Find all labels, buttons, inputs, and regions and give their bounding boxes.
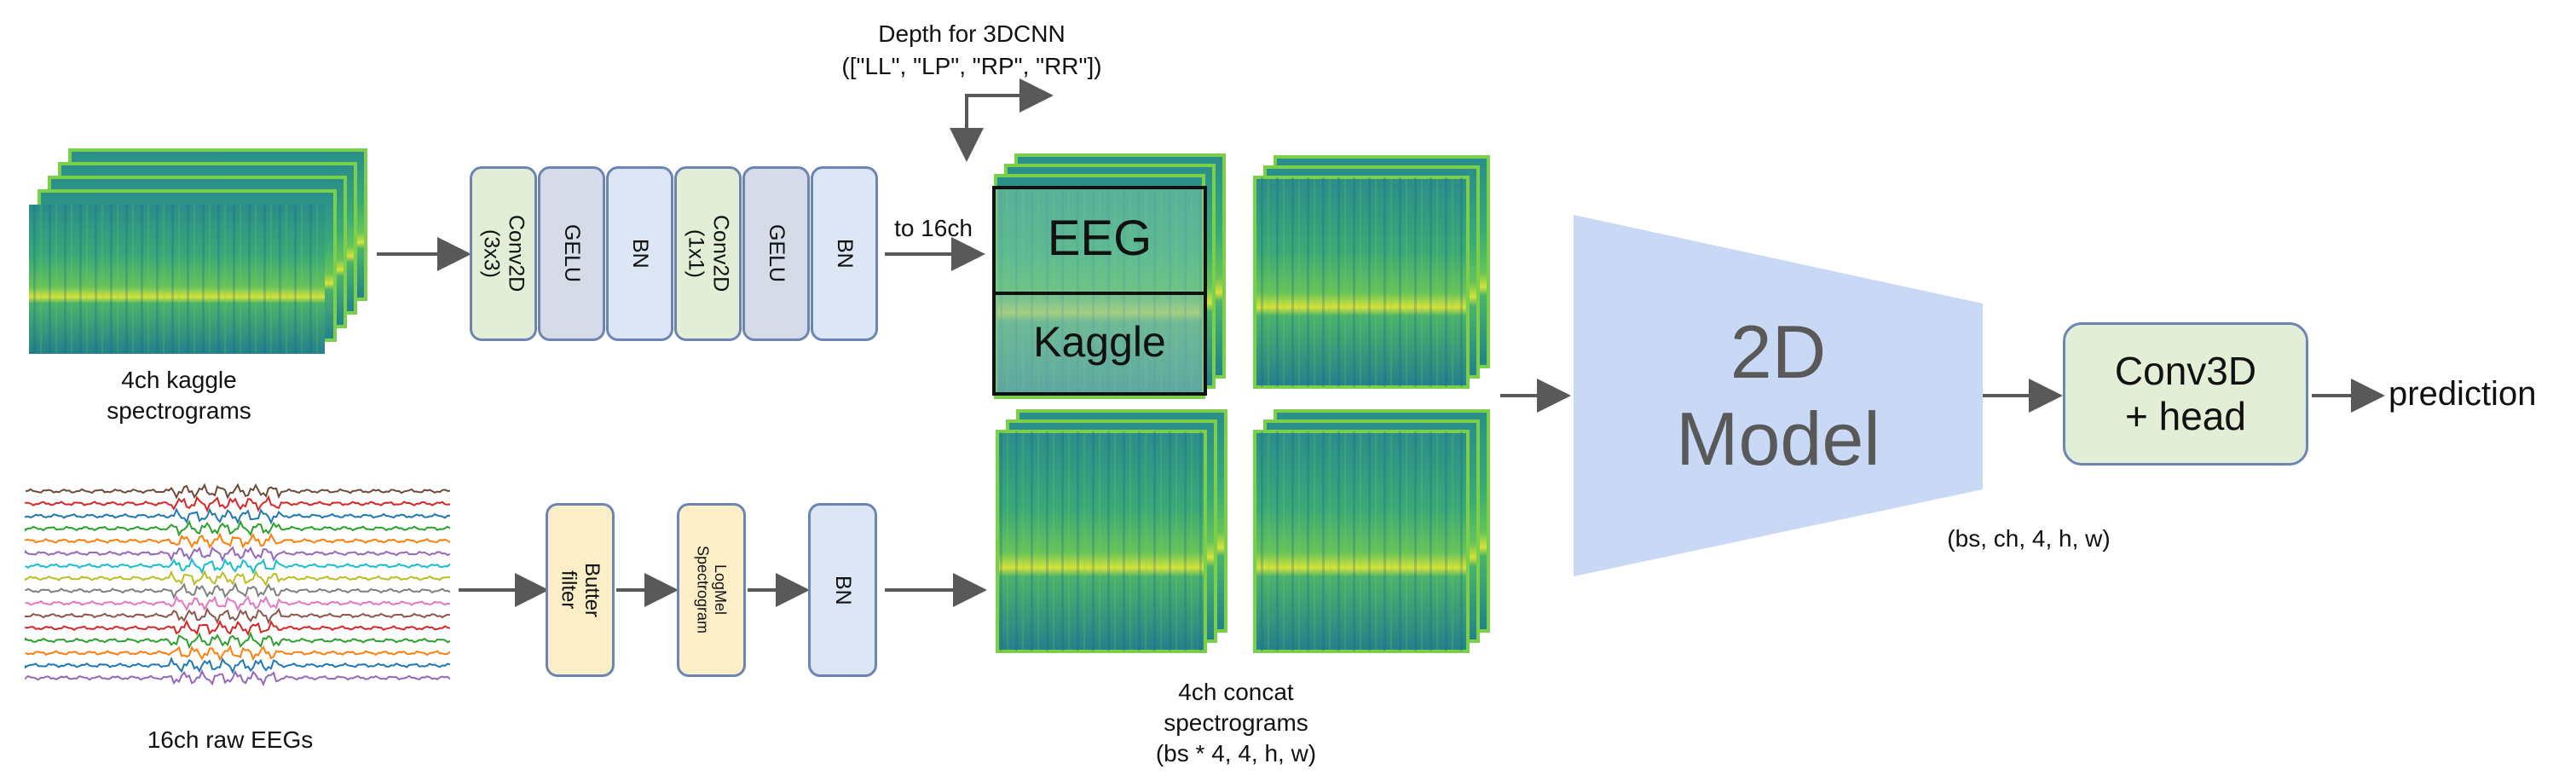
- bn-block-1: BN: [606, 166, 673, 341]
- arrow-depth: [965, 78, 1054, 159]
- logmel-spectrogram-block: LogMel Spectrogram: [677, 503, 746, 677]
- raw-eeg-traces: [25, 483, 451, 687]
- conv3d-head-block: Conv3D + head: [2063, 322, 2308, 466]
- model-title-line1: 2D: [1730, 310, 1827, 394]
- kaggle-caption-line1: 4ch kaggle: [121, 367, 237, 393]
- kaggle-spectrogram-stack: [29, 148, 367, 354]
- eeg-trace: [25, 507, 451, 525]
- eeg-trace: [25, 645, 451, 662]
- bn-label-1: BN: [627, 239, 652, 269]
- eeg-trace: [25, 657, 451, 674]
- eeg-trace: [25, 495, 451, 513]
- bn-label-3: BN: [830, 575, 855, 605]
- conv2d-3x3-block: Conv2D (3x3): [470, 166, 537, 341]
- eeg-kaggle-overlay: [992, 186, 1207, 396]
- concat-caption-line1: 4ch concat: [1178, 679, 1294, 705]
- conv3d-head-line1: Conv3D: [2114, 349, 2257, 394]
- eeg-trace: [25, 532, 451, 549]
- spectrogram-stack-top-right: [1253, 155, 1490, 389]
- output-shape-label: (bs, ch, 4, h, w): [1947, 525, 2111, 552]
- kaggle-caption-line2: spectrograms: [107, 397, 251, 424]
- butter-filter-block: Butter filter: [546, 503, 615, 677]
- spectrogram-stack-bottom-left: [996, 409, 1227, 653]
- conv2d-1x1-block: Conv2D (1x1): [674, 166, 742, 341]
- conv2d-1x1-label: Conv2D (1x1): [684, 215, 733, 292]
- gelu-label-2: GELU: [764, 224, 788, 283]
- bn-label-2: BN: [832, 239, 857, 269]
- eeg-trace: [25, 619, 451, 637]
- conv2d-3x3-label: Conv2D (3x3): [479, 215, 528, 292]
- model-trapezoid: [1574, 215, 1983, 576]
- model-title-line2: Model: [1676, 396, 1880, 481]
- butter-filter-label: Butter filter: [557, 562, 604, 618]
- eeg-trace: [25, 607, 451, 625]
- depth-list: (["LL", "LP", "RP", "RR"]): [841, 53, 1102, 79]
- logmel-spectrogram-label: LogMel Spectrogram: [694, 546, 730, 634]
- eeg-trace: [25, 595, 451, 612]
- concat-caption-line2: spectrograms: [1164, 709, 1308, 736]
- flow-arrows: [377, 78, 2385, 607]
- spectrogram-stack-bottom-right: [1253, 409, 1490, 653]
- gelu-label-1: GELU: [559, 224, 584, 283]
- kaggle-overlay-label: Kaggle: [1033, 318, 1166, 366]
- gelu-block-1: GELU: [538, 166, 605, 341]
- eeg-trace: [25, 519, 451, 537]
- eeg-trace: [25, 581, 451, 600]
- bn-block-2: BN: [811, 166, 878, 341]
- bn-block-3: BN: [808, 503, 877, 677]
- eeg-trace: [25, 483, 451, 500]
- to-16ch-label: to 16ch: [894, 215, 973, 241]
- eeg-trace: [25, 569, 451, 587]
- prediction-label: prediction: [2388, 375, 2537, 413]
- concat-caption-line3: (bs * 4, 4, h, w): [1155, 740, 1317, 767]
- raw-eeg-caption: 16ch raw EEGs: [147, 726, 314, 753]
- eeg-trace: [25, 668, 451, 687]
- eeg-trace: [25, 546, 451, 563]
- eeg-trace: [25, 631, 451, 650]
- conv3d-head-line2: + head: [2125, 394, 2246, 438]
- eeg-overlay-label: EEG: [1047, 211, 1152, 266]
- eeg-trace: [25, 557, 451, 575]
- gelu-block-2: GELU: [742, 166, 810, 341]
- depth-title: Depth for 3DCNN: [878, 20, 1066, 47]
